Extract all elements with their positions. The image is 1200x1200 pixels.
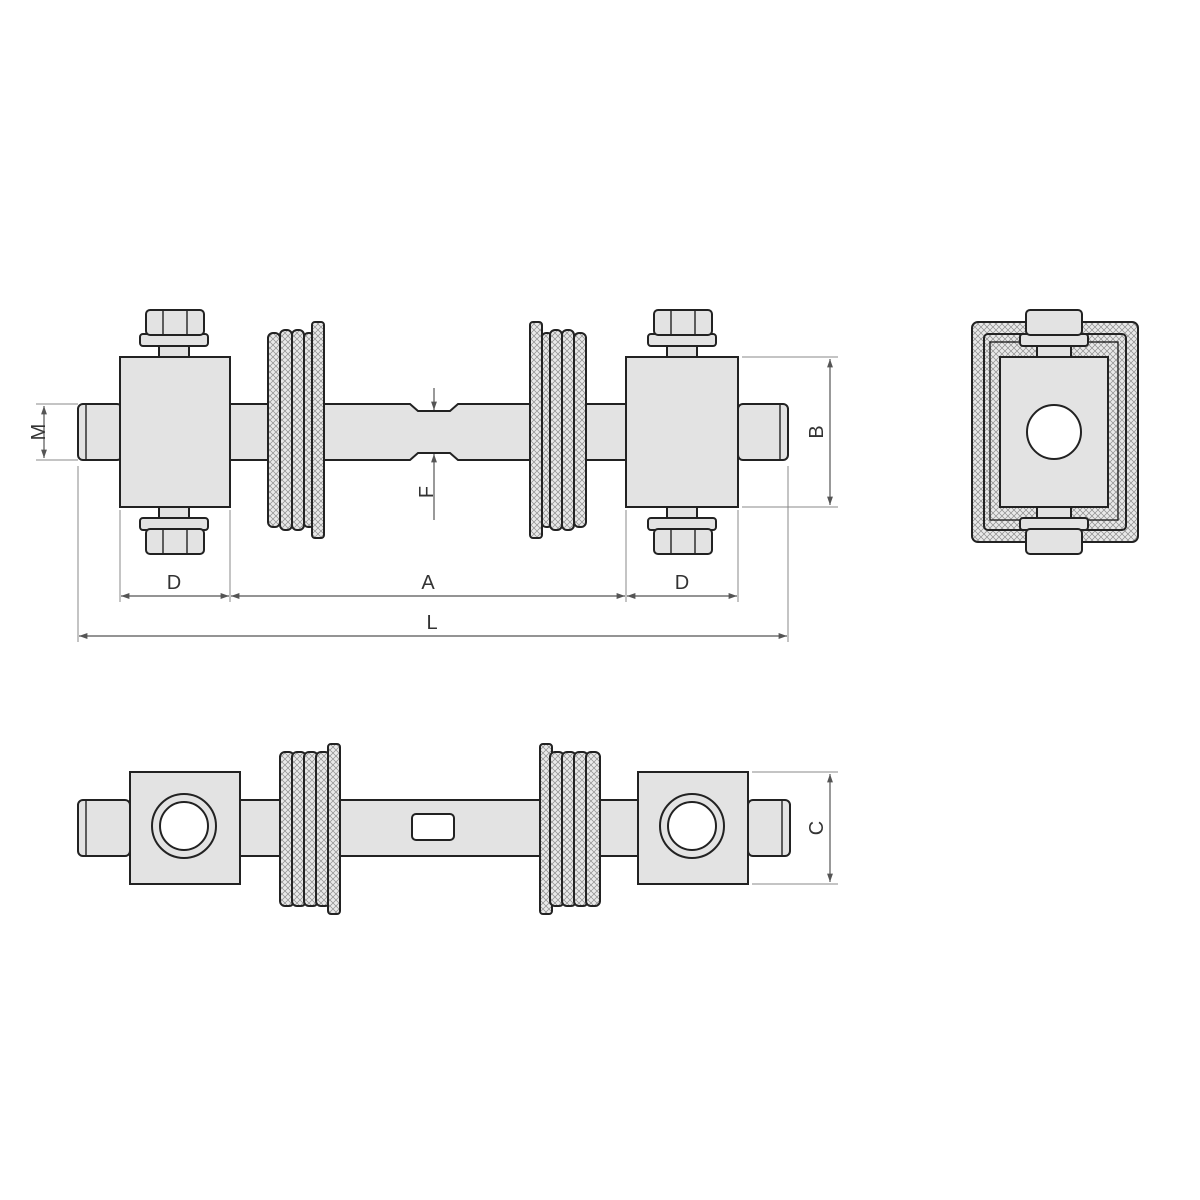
side-view (971, 309, 1139, 555)
dim-label-d-right: D (675, 572, 689, 594)
dim-label-b: B (806, 425, 828, 438)
left-top-bolt (139, 309, 209, 358)
side-shaft-section (1026, 404, 1082, 460)
front-view (77, 309, 789, 555)
dim-label-f: F (416, 486, 438, 498)
right-bottom-bolt (647, 506, 717, 555)
shaft-slot (411, 813, 455, 841)
dim-label-m: M (28, 424, 50, 441)
right-clamp-block (625, 356, 739, 508)
dim-label-d-left: D (167, 572, 181, 594)
left-bottom-bolt (139, 506, 209, 555)
left-clamp-block (119, 356, 231, 508)
right-damper-discs (529, 321, 587, 539)
front-dimensions: M D A D L F B (28, 356, 838, 642)
right-top-bolt (647, 309, 717, 358)
left-damper-discs (267, 321, 325, 539)
left-shaft-end (77, 403, 123, 461)
dim-label-a: A (421, 572, 435, 594)
dim-label-c: C (806, 821, 828, 835)
dim-label-l: L (426, 612, 437, 634)
top-view: C (77, 743, 838, 915)
